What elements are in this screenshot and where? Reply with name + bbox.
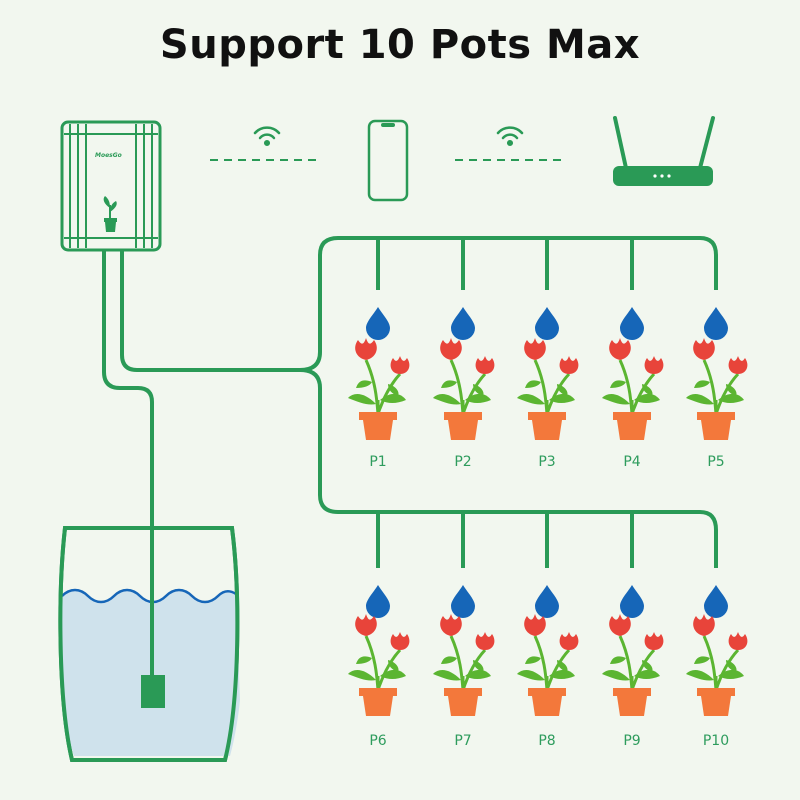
water-drop-icon [704,307,728,340]
pot-label: P4 [623,454,640,470]
pot-station: P4 [600,307,665,470]
pot-label: P7 [454,733,471,749]
pot-station: P6 [346,585,411,749]
pot-label: P9 [623,733,640,749]
flower-pot-icon [431,612,496,718]
pot-station: P10 [684,585,749,749]
flower-pot-icon [431,336,496,442]
flower-pot-icon [684,612,749,718]
water-drop-icon [451,307,475,340]
pot-station: P5 [684,307,749,470]
wifi-icon [253,126,281,147]
water-tubing [102,236,718,676]
pot-station: P7 [431,585,496,749]
water-drop-icon [451,585,475,618]
flower-pot-icon [515,336,580,442]
pot-label: P3 [538,454,555,470]
flower-pot-icon [600,336,665,442]
water-drop-icon [535,585,559,618]
pot-label: P8 [538,733,555,749]
pot-station: P9 [600,585,665,749]
router-icon [613,116,715,186]
pot-station: P8 [515,585,580,749]
water-drop-icon [704,585,728,618]
pot-label: P5 [707,454,724,470]
flower-pot-icon [684,336,749,442]
page-title: Support 10 Pots Max [159,22,641,68]
controller-icon: MoesGo [60,120,162,252]
water-tank-icon [58,526,241,762]
pot-label: P1 [369,454,386,470]
pot-station: P1 [346,307,411,470]
pot-station: P3 [515,307,580,470]
plant-logo-icon [103,196,117,232]
flower-pot-icon [600,612,665,718]
water-drop-icon [366,307,390,340]
pot-label: P6 [369,733,386,749]
water-drop-icon [366,585,390,618]
brand-logo: MoesGo [95,152,122,159]
smartphone-icon [367,119,409,202]
pump-icon [141,675,165,708]
flower-pot-icon [346,336,411,442]
pot-label: P10 [703,733,729,749]
flower-pot-icon [346,612,411,718]
water-drop-icon [620,307,644,340]
pot-label: P2 [454,454,471,470]
water-drop-icon [620,585,644,618]
wifi-icon [496,126,524,147]
pot-station: P2 [431,307,496,470]
flower-pot-icon [515,612,580,718]
water-drop-icon [535,307,559,340]
